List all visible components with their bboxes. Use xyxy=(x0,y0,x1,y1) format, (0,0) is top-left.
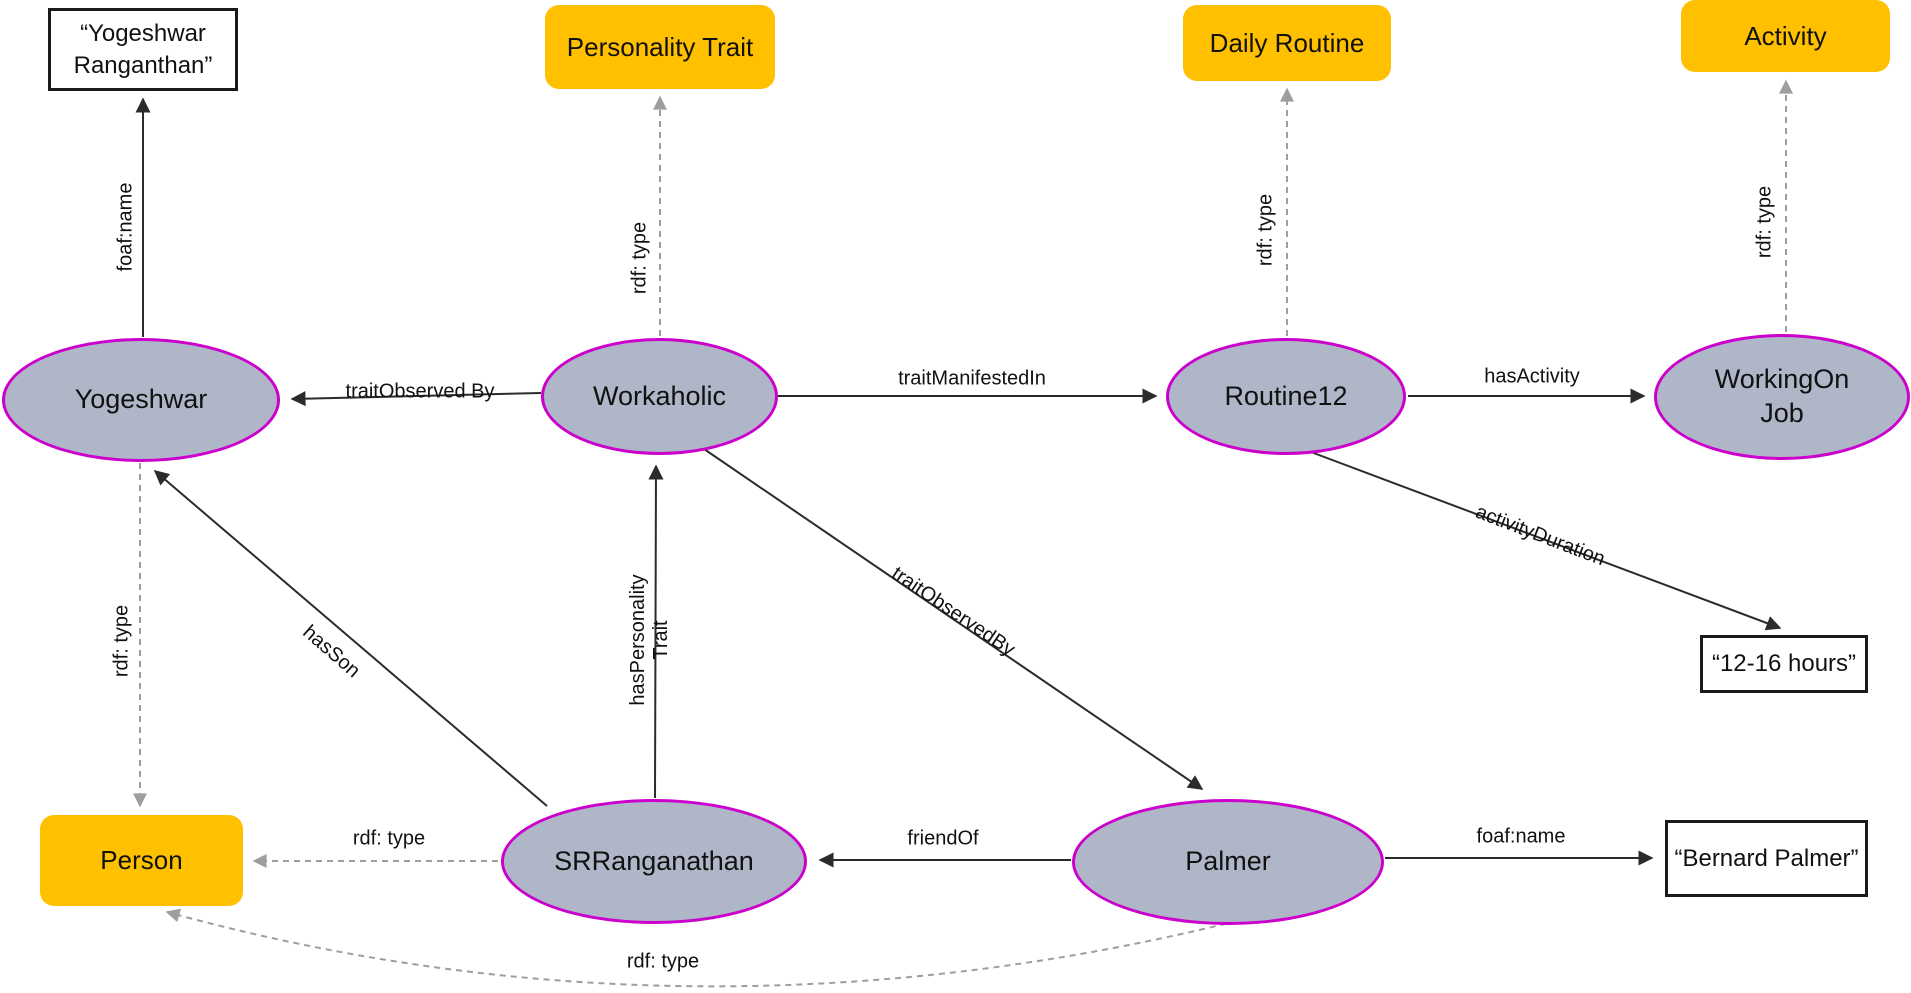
edge-label-traitmanifestedin: traitManifestedIn xyxy=(898,367,1046,390)
edge-label-friendof: friendOf xyxy=(907,827,979,850)
edge-label-rdftype-yogeshwar: rdf: type xyxy=(110,604,133,678)
edge-label-rdftype-srranganathan: rdf: type xyxy=(352,827,426,850)
class-node-daily-routine: Daily Routine xyxy=(1183,5,1391,81)
edge-label-rdftype-palmer: rdf: type xyxy=(626,950,700,973)
literal-node-palmer-name: “Bernard Palmer” xyxy=(1665,820,1868,897)
instance-label: Routine12 xyxy=(1224,380,1348,411)
class-label: Person xyxy=(100,845,183,875)
class-node-personality-trait: Personality Trait xyxy=(545,5,775,89)
edge-traitobservedby-yogeshwar-line xyxy=(290,391,542,407)
edge-haspersonalitytrait-line xyxy=(648,464,664,799)
edge-label-traitobservedby-yogeshwar: traitObserved By xyxy=(345,380,495,403)
class-node-activity: Activity xyxy=(1681,0,1890,72)
class-label: Personality Trait xyxy=(566,31,754,62)
edge-label-foafname-yogeshwar: foaf:name xyxy=(114,182,137,272)
edge-label-hasactivity: hasActivity xyxy=(1484,365,1580,388)
edge-hasson-line xyxy=(153,470,548,807)
instance-node-yogeshwar: Yogeshwar xyxy=(2,338,280,462)
edge-rdftype-palmer-curve xyxy=(165,908,1238,988)
edge-label-rdftype-workaholic: rdf: type xyxy=(628,221,651,295)
edge-label-foafname-palmer: foaf:name xyxy=(1476,825,1566,848)
edge-label-rdftype-workingonjob: rdf: type xyxy=(1753,185,1776,259)
instance-node-palmer: Palmer xyxy=(1072,799,1384,925)
instance-node-routine12: Routine12 xyxy=(1166,338,1406,455)
edge-label-haspersonalitytrait: hasPersonality Trait xyxy=(627,574,672,706)
instance-label: Workaholic xyxy=(592,380,727,411)
instance-label: SRRanganathan xyxy=(554,845,754,876)
instance-node-workaholic: Workaholic xyxy=(541,338,778,455)
literal-label: “12-16 hours” xyxy=(1711,650,1857,678)
class-node-person: Person xyxy=(40,815,243,906)
edge-label-rdftype-routine12: rdf: type xyxy=(1254,193,1277,267)
edge-traitobservedby-palmer-line xyxy=(703,448,1204,790)
literal-node-activity-duration: “12-16 hours” xyxy=(1700,635,1868,693)
instance-label: WorkingOn Job xyxy=(1714,364,1850,428)
literal-node-yogeshwar-name: “Yogeshwar Ranganthan” xyxy=(48,8,238,91)
edge-activityduration-line xyxy=(1302,448,1782,631)
class-label: Activity xyxy=(1744,20,1827,51)
class-label: Daily Routine xyxy=(1209,27,1365,58)
instance-node-workingonjob: WorkingOn Job xyxy=(1654,334,1910,460)
literal-label: “Bernard Palmer” xyxy=(1674,844,1859,872)
instance-label: Yogeshwar xyxy=(74,384,208,415)
literal-label: “Yogeshwar Ranganthan” xyxy=(73,20,213,79)
instance-node-srranganathan: SRRanganathan xyxy=(501,799,807,924)
instance-label: Palmer xyxy=(1185,846,1271,877)
